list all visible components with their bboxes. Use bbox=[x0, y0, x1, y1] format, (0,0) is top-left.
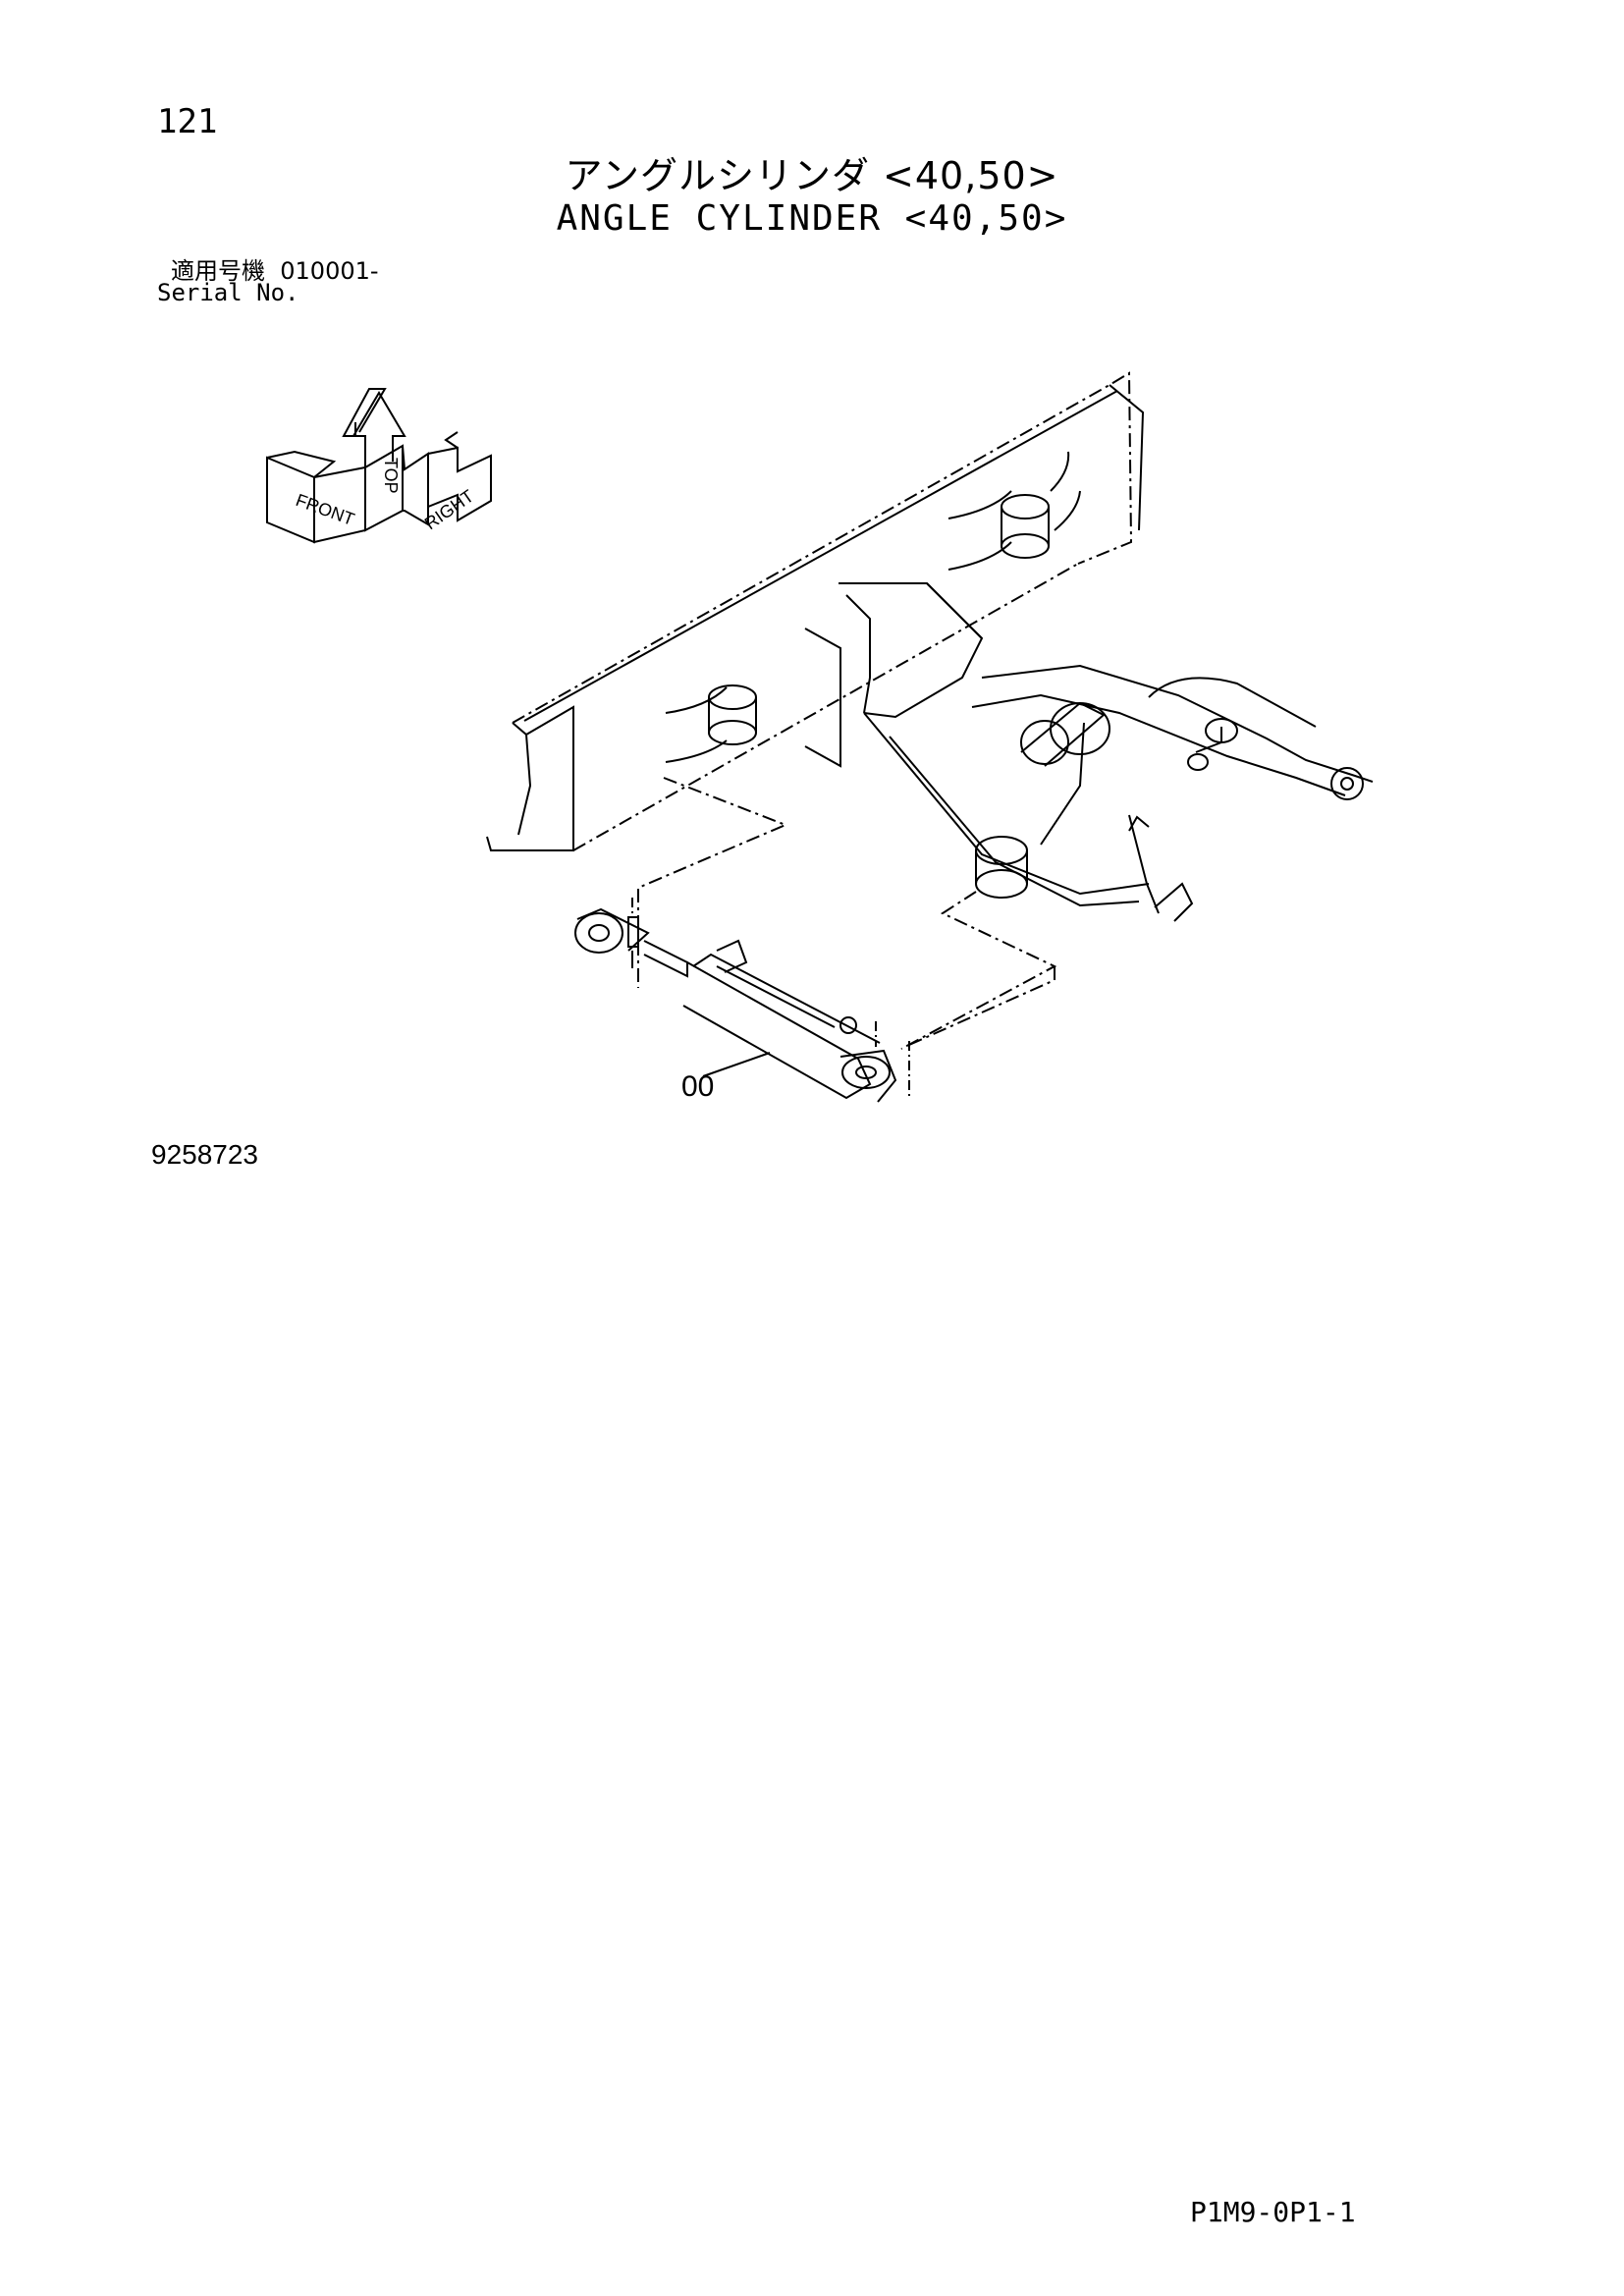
title-english: ANGLE CYLINDER <40,50> bbox=[556, 198, 1068, 239]
blade-bracket-right bbox=[947, 451, 1081, 571]
label-right: RIGHT bbox=[421, 486, 477, 534]
illustration-number: 9258723 bbox=[151, 1139, 259, 1170]
serial-value: 010001- bbox=[280, 257, 379, 285]
label-front: FRONT bbox=[294, 490, 357, 529]
label-top: TOP bbox=[381, 458, 401, 494]
title-japanese: アングルシリンダ <40,50> bbox=[565, 154, 1059, 197]
dozer-blade bbox=[486, 371, 1145, 851]
serial-label-jp: 適用号機 010001- bbox=[171, 251, 379, 286]
frame-cylinder bbox=[1020, 701, 1364, 800]
angle-cylinder bbox=[574, 898, 1056, 1103]
serial-label-en: Serial No. bbox=[157, 279, 299, 306]
blade-bracket-left bbox=[665, 684, 757, 763]
frame-pivot bbox=[975, 836, 1028, 899]
part-callout: 00 bbox=[681, 1070, 715, 1103]
page-number: 121 bbox=[157, 102, 218, 141]
serial-label-jp-text: 適用号機 bbox=[171, 257, 265, 285]
orientation-indicator: FRONT TOP RIGHT bbox=[266, 388, 492, 544]
footer-code: P1M9-0P1-1 bbox=[1190, 2196, 1356, 2228]
leader-lines bbox=[637, 777, 1057, 1050]
dozer-frame bbox=[804, 582, 1374, 922]
